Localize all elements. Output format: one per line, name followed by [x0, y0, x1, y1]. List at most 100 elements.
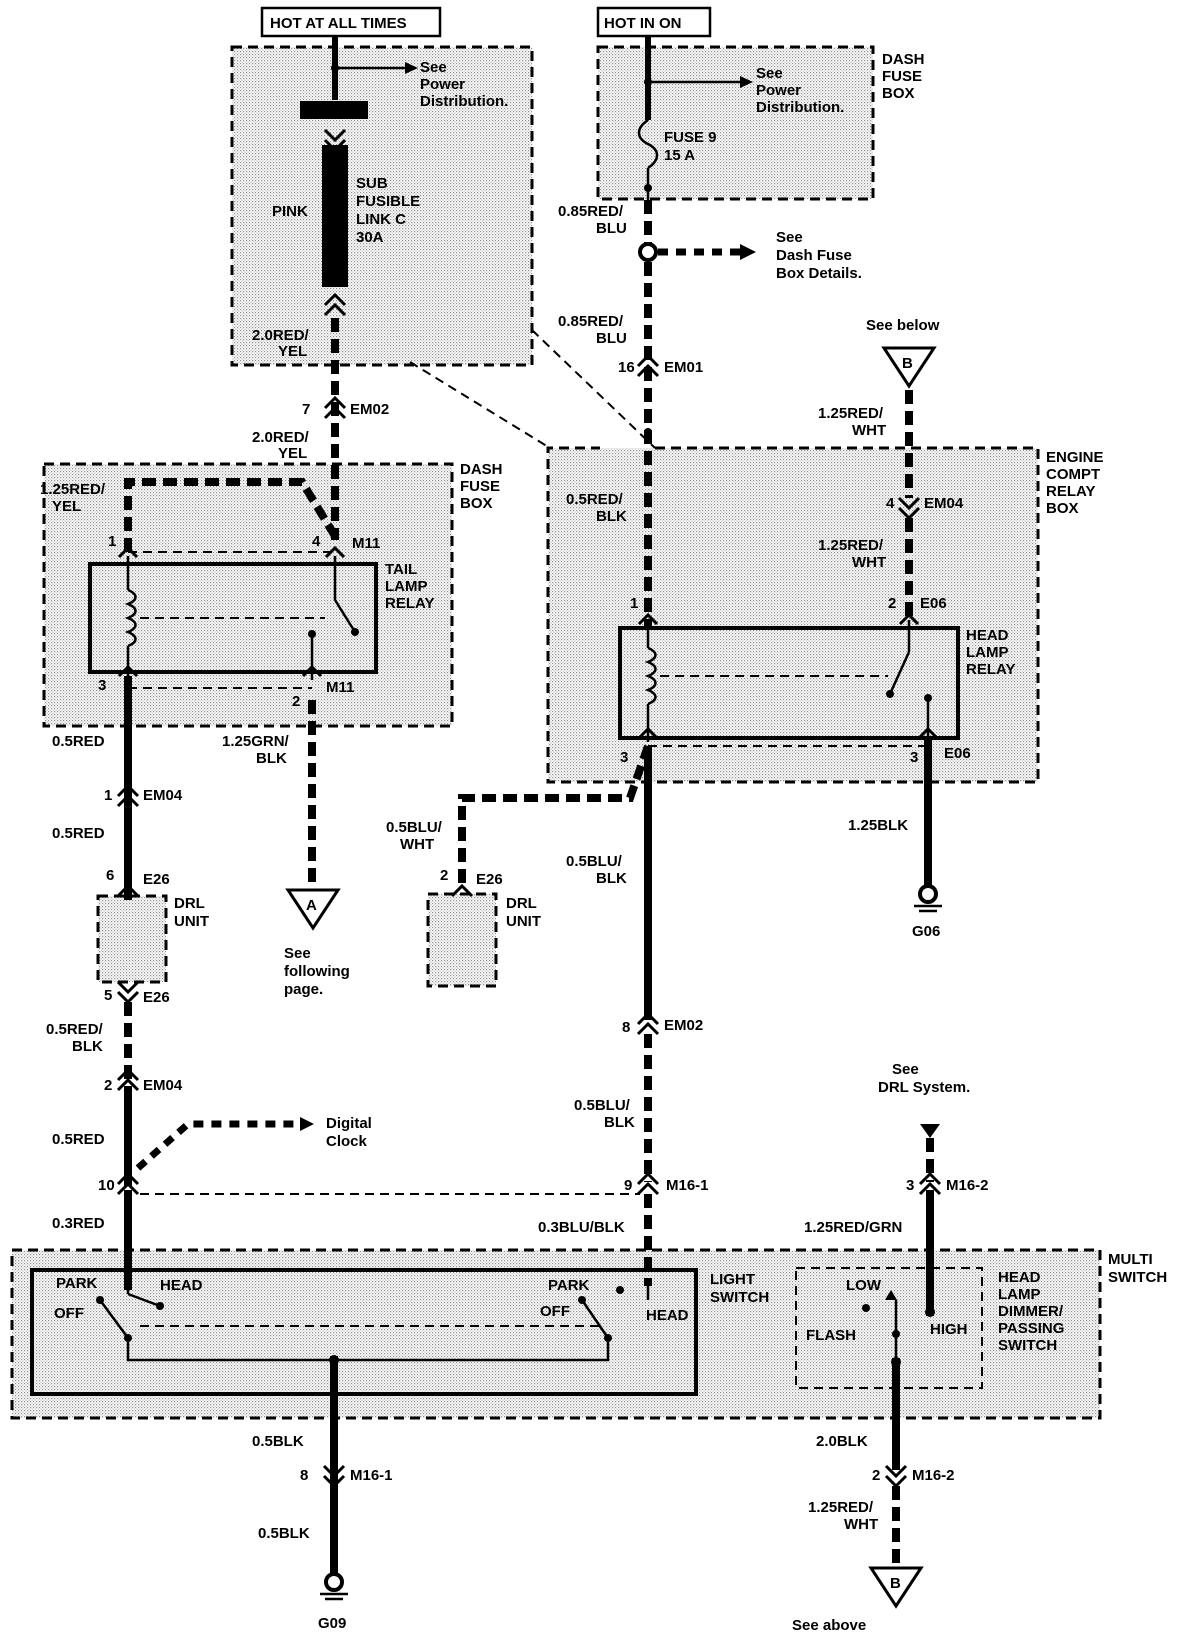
light-switch [30, 1268, 698, 1396]
wire-label-03red: 0.3RED [52, 1215, 105, 1232]
wire-label-125red-wht-1: 1.25RED/WHT [818, 405, 886, 439]
wire-label-125red-yel: 1.25RED/YEL [40, 481, 106, 515]
svg-text:8: 8 [300, 1467, 308, 1484]
connector-m16-1-b: M16-1 [350, 1467, 393, 1484]
fuse-block-cap [300, 101, 368, 119]
dash-fuse-box-left [42, 462, 454, 728]
low-label: LOW [846, 1277, 882, 1294]
terminal-a [285, 888, 341, 931]
connector-m16-2-a: M16-2 [946, 1177, 989, 1194]
svg-text:7: 7 [302, 401, 310, 418]
head-lamp-relay [618, 626, 960, 740]
svg-text:10: 10 [98, 1177, 115, 1194]
svg-text:1: 1 [108, 533, 116, 550]
sub-fusible-link [322, 145, 348, 287]
wire-label-05blu-wht: 0.5BLU/WHT [386, 819, 443, 853]
wire-label-085red-blu-2: 0.85RED/BLU [558, 313, 627, 347]
svg-text:3: 3 [906, 1177, 914, 1194]
connector-m16-2-b: M16-2 [912, 1467, 955, 1484]
connector-e06-bot: E06 [944, 745, 971, 762]
wire-label-125red-grn: 1.25RED/GRN [804, 1219, 902, 1236]
svg-text:6: 6 [106, 867, 114, 884]
connector-e26-a: E26 [143, 871, 170, 888]
hot-in-on-label: HOT IN ON [604, 15, 682, 32]
svg-text:3: 3 [910, 749, 918, 766]
svg-text:16: 16 [618, 359, 635, 376]
ground-g09-symbol [324, 1572, 344, 1592]
svg-text:2: 2 [440, 867, 448, 884]
connector-em04-low: EM04 [143, 1077, 183, 1094]
wire-label-085red-blu-1: 0.85RED/BLU [558, 203, 627, 237]
svg-text:1: 1 [630, 595, 638, 612]
svg-text:8: 8 [622, 1019, 630, 1036]
svg-text:A: A [306, 897, 317, 914]
wire-label-125blk: 1.25BLK [848, 817, 908, 834]
wire-label-05blk-2: 0.5BLK [258, 1525, 310, 1542]
svg-text:1: 1 [104, 787, 112, 804]
sub-fuse-box [230, 45, 534, 367]
off-left-label: OFF [54, 1305, 84, 1322]
svg-text:2: 2 [888, 595, 896, 612]
svg-text:4: 4 [312, 533, 321, 550]
see-above-ref: See above [792, 1617, 866, 1634]
head-left-label: HEAD [160, 1277, 203, 1294]
wire-label-05red-3: 0.5RED [52, 1131, 105, 1148]
terminal-b-bottom [868, 1566, 924, 1609]
drl-unit-2-box [426, 892, 498, 988]
connector-m11-top: M11 [352, 535, 380, 552]
wire-label-125red-wht-2: 1.25RED/WHT [818, 537, 886, 571]
off-right-label: OFF [540, 1303, 570, 1320]
splice-dash-fuse [638, 242, 658, 262]
connector-e26-b: E26 [476, 871, 503, 888]
svg-text:2: 2 [872, 1467, 880, 1484]
ground-g09: G09 [318, 1615, 346, 1632]
drl-unit-1-box [96, 894, 168, 984]
dimmer-passing-switch [795, 1267, 983, 1389]
svg-text:9: 9 [624, 1177, 632, 1194]
connector-em04-top: EM04 [924, 495, 964, 512]
wire-label-05red-blk: 0.5RED/BLK [46, 1021, 104, 1055]
connector-m16-1-a: M16-1 [666, 1177, 709, 1194]
wire-label-05red-blk-top: 0.5RED/BLK [566, 491, 627, 525]
wire-label-03blu-blk: 0.3BLU/BLK [538, 1219, 625, 1236]
high-label: HIGH [930, 1321, 968, 1338]
wire-label-05blu-blk-2: 0.5BLU/BLK [574, 1097, 635, 1131]
svg-text:2: 2 [292, 693, 300, 710]
wire-label-125grn-blk: 1.25GRN/BLK [222, 733, 290, 767]
svg-text:5: 5 [104, 987, 112, 1004]
connector-em04-mid: EM04 [143, 787, 183, 804]
terminal-b-top [881, 346, 937, 389]
wire-label-05red-2: 0.5RED [52, 825, 105, 842]
wire-label-20red-yel-1: 2.0RED/YEL [252, 327, 310, 360]
connector-em01: EM01 [664, 359, 703, 376]
connector-em02-b: EM02 [664, 1017, 703, 1034]
svg-text:B: B [890, 1575, 901, 1592]
wire-label-20red-yel-2: 2.0RED/YEL [252, 429, 310, 462]
connector-e26-c: E26 [143, 989, 170, 1006]
svg-text:4: 4 [886, 495, 895, 512]
wire-label-05blk-1: 0.5BLK [252, 1433, 304, 1450]
svg-text:B: B [902, 355, 913, 372]
connector-m11-bot: M11 [326, 679, 354, 696]
connector-em02-a: EM02 [350, 401, 389, 418]
head-right-label: HEAD [646, 1307, 689, 1324]
connector-e06-top: E06 [920, 595, 947, 612]
pink-label: PINK [272, 203, 308, 220]
wire-label-05blu-blk-1: 0.5BLU/BLK [566, 853, 627, 887]
park-left-label: PARK [56, 1275, 98, 1292]
